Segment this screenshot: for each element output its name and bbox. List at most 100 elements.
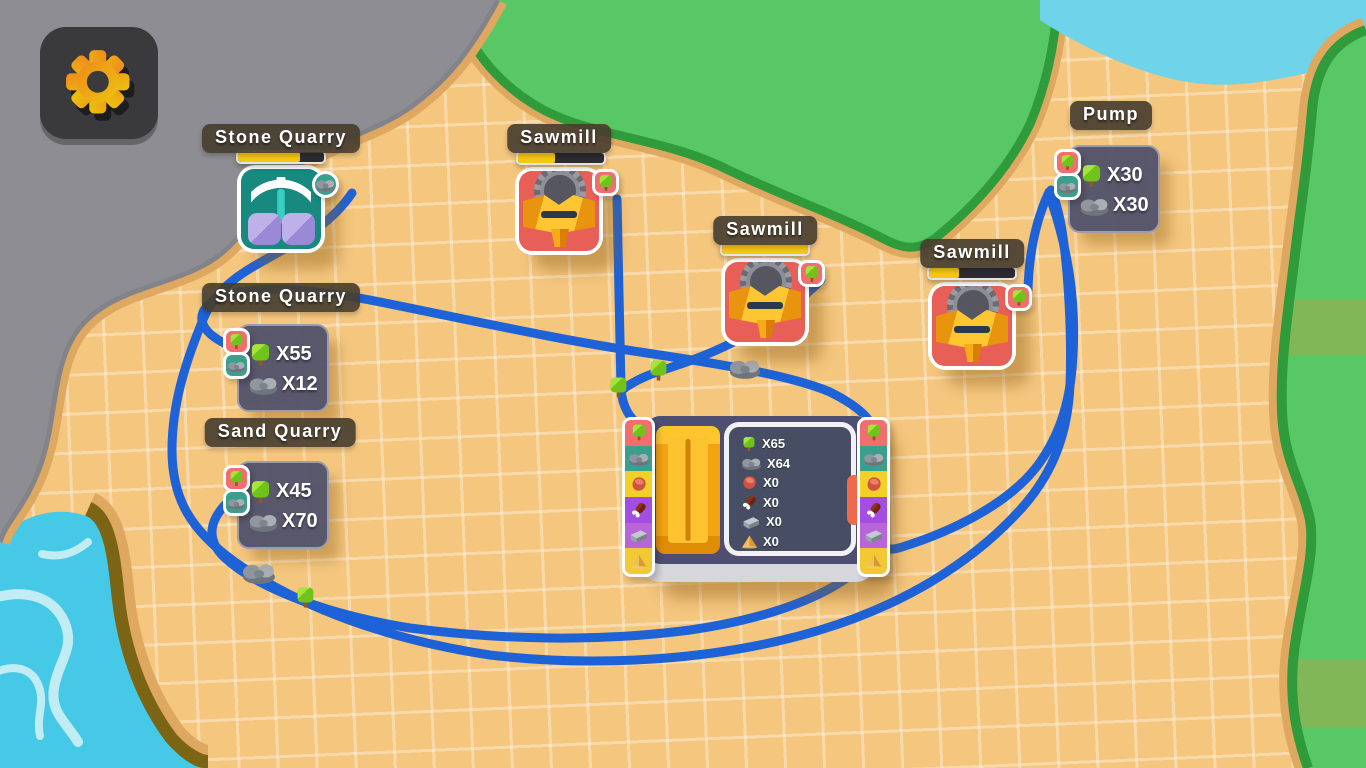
route-path[interactable] [612, 194, 646, 431]
stone-icon [1079, 195, 1110, 216]
rock-edge [0, 0, 501, 543]
resource-row: X45 [248, 478, 327, 506]
tree-icon [803, 265, 821, 283]
tree-icon [741, 435, 757, 453]
input-badge[interactable] [860, 471, 887, 498]
ore-rock [282, 213, 315, 245]
input-badge[interactable] [625, 497, 652, 523]
sand-quarry-label: Sand Quarry [204, 418, 356, 447]
resource-count: X12 [282, 372, 318, 395]
sand-quarry-panel[interactable]: X45 X70 [223, 461, 329, 549]
wood-tongue [551, 229, 569, 247]
depot-input-strip-right [857, 417, 890, 577]
stone-icon [1058, 180, 1077, 194]
input-badge[interactable] [860, 445, 887, 472]
river-swirl [0, 664, 46, 740]
gear-icon [60, 44, 138, 122]
grass-right-border [1276, 25, 1366, 768]
route-item-stone [241, 560, 277, 584]
inventory-count: X65 [762, 436, 786, 452]
resource-row: X30 [1079, 194, 1158, 217]
output-badge[interactable] [592, 169, 619, 196]
inventory-row: X0 [741, 532, 851, 552]
output-badge[interactable] [798, 260, 825, 287]
route-item-tree [607, 374, 630, 401]
stone-icon [227, 359, 246, 373]
input-badge[interactable] [625, 522, 652, 549]
input-badge[interactable] [860, 420, 887, 446]
metal-icon [628, 527, 649, 544]
input-badge[interactable] [223, 465, 250, 492]
route-item-tree [647, 357, 670, 384]
pump-input-badges [1054, 149, 1081, 200]
resource-count: X30 [1113, 193, 1149, 216]
input-badge[interactable] [223, 328, 250, 355]
sawmill-2-label: Sawmill [713, 216, 817, 245]
input-badge[interactable] [223, 352, 250, 379]
inventory-count: X0 [763, 533, 779, 549]
sawmill-art [725, 262, 805, 342]
stone-icon [315, 177, 336, 192]
resource-row: X30 [1079, 162, 1158, 190]
inventory-row: X64 [741, 454, 851, 474]
route-path[interactable] [872, 198, 1079, 554]
input-badge[interactable] [625, 420, 652, 446]
route-item-tree [294, 584, 317, 611]
stone-quarry-2-panel[interactable]: X55 X12 [223, 324, 329, 412]
water-top-right [1040, 0, 1366, 85]
tree-icon [1010, 289, 1028, 307]
input-badge[interactable] [223, 489, 250, 516]
forest-border [447, 0, 1063, 252]
building-sawmill-3[interactable] [928, 282, 1032, 370]
building-sawmill-1[interactable] [515, 167, 619, 255]
input-badge[interactable] [1054, 173, 1081, 200]
input-badge[interactable] [1054, 149, 1081, 176]
stone-quarry-art [241, 169, 321, 249]
input-badge[interactable] [860, 497, 887, 523]
tree-icon [1059, 154, 1076, 171]
route-path[interactable] [1023, 187, 1054, 295]
inventory-row: X0 [741, 473, 851, 493]
tree-icon [248, 478, 273, 506]
drumstick-icon [630, 501, 648, 519]
building-stone-quarry-1[interactable] [237, 165, 339, 253]
meat-icon [741, 474, 758, 491]
tree-icon [597, 174, 615, 192]
depot-input-strip-left [622, 417, 655, 577]
sand-icon [865, 552, 883, 570]
river-swirl [38, 538, 92, 560]
output-badge[interactable] [312, 171, 339, 198]
stone-quarry-1-label: Stone Quarry [201, 124, 361, 153]
depot-building[interactable]: X65 X64 X0 X0 X0 X0 [620, 408, 892, 586]
resource-row: X70 [248, 510, 327, 533]
sand-icon [741, 533, 758, 550]
stone-icon [248, 511, 279, 532]
input-badge[interactable] [625, 548, 652, 575]
sawmill-1-label: Sawmill [507, 124, 611, 153]
depot-inventory-panel: X65 X64 X0 X0 X0 X0 [724, 422, 861, 556]
forest-top [452, 0, 1058, 248]
stone-icon [227, 496, 246, 510]
sawmill-art [519, 171, 599, 251]
depot-pillar [656, 426, 720, 554]
input-badge[interactable] [625, 471, 652, 498]
metal-icon [863, 527, 884, 544]
resource-count: X55 [276, 343, 312, 365]
shore-band [78, 502, 210, 768]
stone-icon [741, 456, 762, 470]
quarry-input-badges [223, 328, 250, 379]
inventory-count: X64 [767, 455, 791, 471]
input-badge[interactable] [625, 445, 652, 472]
settings-button[interactable] [40, 27, 158, 139]
drumstick-icon [865, 501, 883, 519]
building-sawmill-2[interactable] [721, 258, 825, 346]
inventory-count: X0 [763, 494, 779, 510]
input-badge[interactable] [860, 548, 887, 575]
input-badge[interactable] [860, 522, 887, 549]
inventory-count: X0 [766, 514, 782, 530]
tree-icon [228, 333, 245, 350]
pump-panel[interactable]: X30 X30 [1054, 145, 1160, 233]
output-badge[interactable] [1005, 284, 1032, 311]
